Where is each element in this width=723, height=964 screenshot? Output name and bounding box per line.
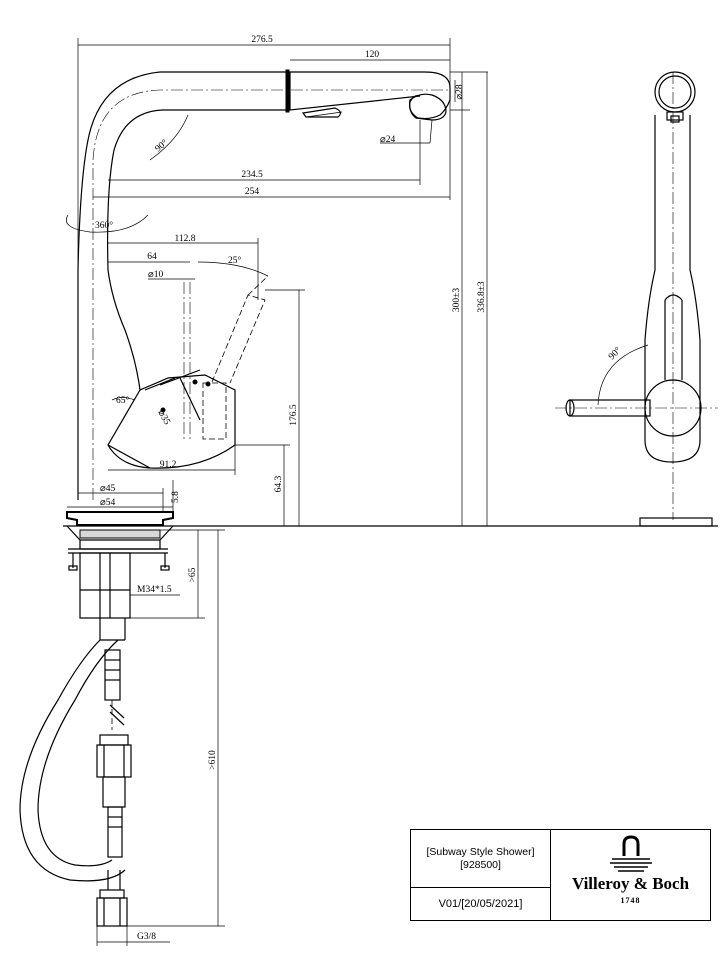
dim-reach-a: 234.5 xyxy=(241,170,263,180)
body-center-mark xyxy=(160,407,166,413)
dim-total-reach: 276.5 xyxy=(251,35,273,45)
dim-thread: M34*1.5 xyxy=(137,585,172,595)
body-edge xyxy=(144,377,176,391)
side-view: 90° xyxy=(555,71,718,527)
version-date: V01/[20/05/2021] xyxy=(438,898,523,910)
dim-flange-dia: ⌀54 xyxy=(100,498,115,508)
dim-handle-height: 176.5 xyxy=(289,404,299,426)
handle-hidden-outline xyxy=(202,382,227,440)
body-edge xyxy=(107,444,151,469)
angle-arc xyxy=(197,261,269,277)
dim-spout-angle: 90° xyxy=(153,137,170,154)
aerator xyxy=(409,93,447,121)
dim-reach-b: 254 xyxy=(245,187,260,197)
dim-handle-reach: 112.8 xyxy=(174,234,195,244)
mounting-shank xyxy=(79,552,131,641)
head-joint xyxy=(285,69,290,113)
dim-hose-length: >610 xyxy=(208,750,218,770)
dim-aerator-dia: ⌀24 xyxy=(380,135,395,145)
brand-name: Villeroy & Boch xyxy=(571,874,690,893)
handle-pivot xyxy=(192,379,198,385)
shower-hose xyxy=(19,639,132,927)
spray-nozzle xyxy=(301,107,341,118)
version-cell: V01/[20/05/2021] xyxy=(411,888,550,920)
dimensions: 276.5 120 ⌀28 ⌀24 90° 234.5 254 360° 112… xyxy=(66,35,488,946)
base-flange xyxy=(66,511,174,571)
dim-total-height: 300±3 xyxy=(452,288,462,312)
dim-head-dia: ⌀28 xyxy=(455,84,465,99)
dim-swivel: 360° xyxy=(95,220,113,231)
dim-side-angle: 90° xyxy=(606,345,623,362)
brand-logo: Villeroy & Boch 1748 xyxy=(551,830,710,920)
dim-handle-offset: 64 xyxy=(147,252,157,262)
dim-handle-angle: 25° xyxy=(228,255,242,266)
angle-arc xyxy=(149,114,189,161)
dim-body-length: 91.2 xyxy=(160,460,177,470)
dim-head-length: 120 xyxy=(365,50,380,60)
leader-line xyxy=(429,119,433,144)
body-edge xyxy=(159,369,201,386)
lever-handle xyxy=(211,294,266,384)
brand-mark-icon xyxy=(610,835,652,872)
title-block-info: [Subway Style Shower] [928500] V01/[20/0… xyxy=(411,830,551,920)
dim-max-height: 336.8±3 xyxy=(477,281,487,313)
swivel-arc xyxy=(66,214,149,233)
product-name: [Subway Style Shower] xyxy=(426,845,535,858)
spout-tube xyxy=(77,71,288,500)
angle-arc xyxy=(111,397,136,401)
dim-hose-thread: G3/8 xyxy=(137,932,156,942)
product-code: [928500] xyxy=(460,858,501,871)
dim-body-dia: ⌀35 xyxy=(155,409,171,427)
dim-base-dia: ⌀45 xyxy=(100,484,115,494)
dim-body-angle: 65° xyxy=(116,395,130,406)
mixer-body xyxy=(107,374,236,469)
product-cell: [Subway Style Shower] [928500] xyxy=(411,830,550,888)
front-view xyxy=(19,69,718,927)
dim-handle-dia: ⌀10 xyxy=(148,270,163,280)
dim-flange-height: 5.8 xyxy=(171,491,181,503)
spout-centerline xyxy=(92,89,450,500)
dim-body-height: 64.3 xyxy=(274,475,284,492)
dim-shank-length: >65 xyxy=(188,567,198,582)
nozzle-detail xyxy=(305,111,343,118)
brand-year: 1748 xyxy=(620,896,641,905)
title-block: [Subway Style Shower] [928500] V01/[20/0… xyxy=(410,829,711,921)
